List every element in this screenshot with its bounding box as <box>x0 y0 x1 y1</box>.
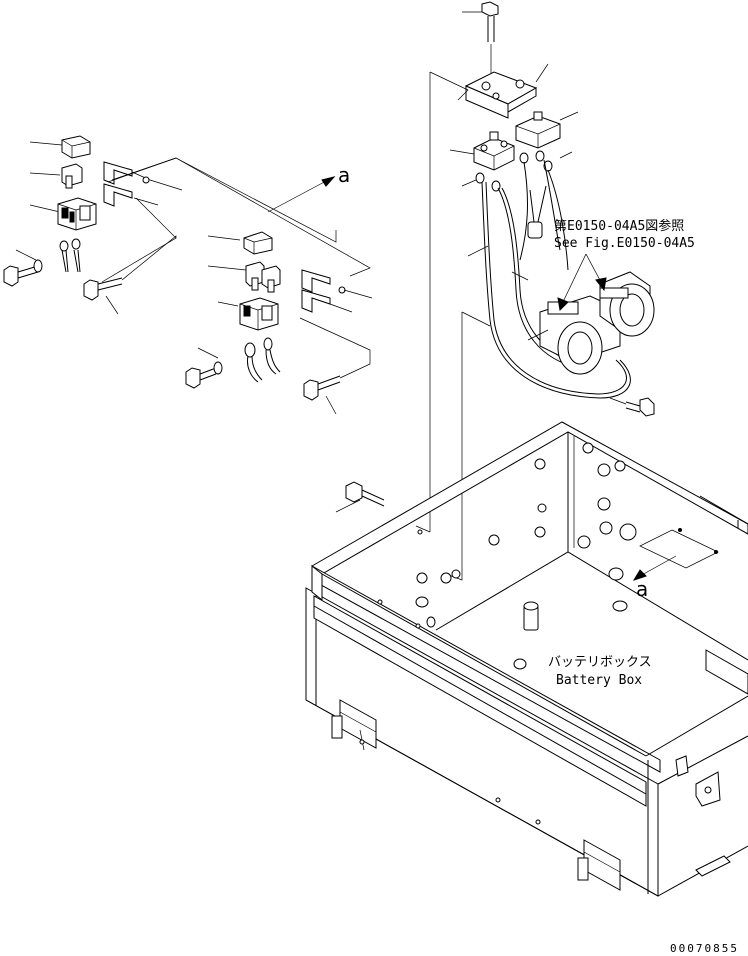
relay-cap-1 <box>61 135 91 159</box>
relay-terminals <box>461 150 573 192</box>
view-arrow-a-box <box>632 528 719 581</box>
box-hook <box>675 755 721 807</box>
bolt-horn <box>609 397 655 417</box>
relay-block-1 <box>57 197 97 231</box>
bolt-box-left <box>335 481 385 513</box>
view-arrow-a-top: a <box>267 163 350 213</box>
battery-box-label-en: Battery Box <box>556 673 642 688</box>
battery-relay-left <box>449 131 515 171</box>
battery-relay-right <box>515 111 579 149</box>
relay-assembly-middle <box>185 231 373 415</box>
relay-block-2 <box>239 297 279 331</box>
box-floor-fixtures <box>415 442 637 670</box>
bolt-top <box>462 1 499 78</box>
reference-label-jp: 第E0150-04A5図参照 <box>554 218 684 234</box>
relay-assembly-left <box>3 135 337 315</box>
wire-terminals-1 <box>59 238 81 273</box>
reference-arrows <box>557 253 607 312</box>
mounting-bracket-2 <box>301 269 373 313</box>
bolt-2 <box>83 277 123 315</box>
view-label-a-box: a <box>636 577 648 601</box>
bolt-3 <box>185 361 223 389</box>
drawing-number: 00070855 <box>670 942 739 955</box>
reference-label-en: See Fig.E0150-04A5 <box>554 236 695 251</box>
fuse-clip-2 <box>245 261 281 293</box>
relay-cap-2 <box>243 231 273 255</box>
bolt-4 <box>303 375 341 415</box>
fuse-clip-1 <box>61 163 83 189</box>
horn-assembly <box>527 271 655 375</box>
bolt-1 <box>3 259 43 287</box>
view-label-a-top: a <box>338 163 350 187</box>
wire-harness-2 <box>244 337 281 383</box>
top-mount-bracket <box>464 63 549 119</box>
view-frame-upper <box>107 157 371 277</box>
resistor-component <box>527 185 547 239</box>
upper-frame-line <box>429 71 469 101</box>
battery-box-label-jp: バッテリボックス <box>548 655 652 670</box>
hinge-left <box>331 699 377 751</box>
battery-box: a <box>305 421 748 897</box>
mounting-bracket-1 <box>103 161 183 207</box>
hinge-right <box>577 839 621 891</box>
